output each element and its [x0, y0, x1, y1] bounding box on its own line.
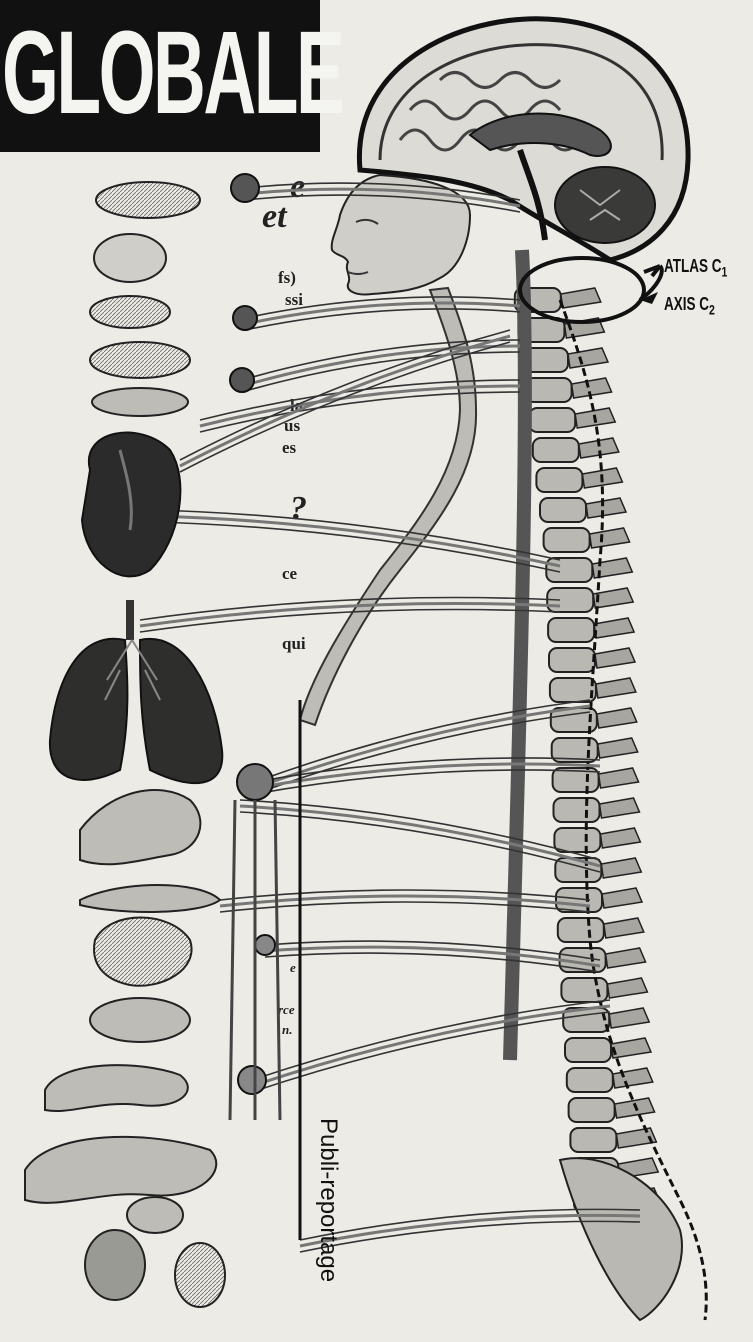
spinous-process	[611, 1038, 651, 1058]
vertebra	[558, 918, 604, 942]
ganglion	[233, 306, 257, 330]
ganglion	[237, 764, 273, 800]
vertebra	[567, 1068, 613, 1092]
atlas-label: ATLAS C1	[664, 256, 727, 280]
spinous-process	[607, 978, 647, 998]
face-profile	[332, 175, 470, 295]
vertebra	[533, 438, 579, 462]
sacrum	[560, 1158, 682, 1320]
vertebra	[561, 978, 607, 1002]
vertebra	[556, 888, 602, 912]
vertebra	[554, 798, 600, 822]
spinous-process	[609, 1008, 649, 1028]
vertebra	[526, 378, 572, 402]
nerve-fiber	[245, 303, 520, 324]
nerve-fiber	[252, 1006, 610, 1086]
spinous-process	[599, 768, 639, 788]
kidney-organ	[85, 1230, 145, 1300]
spinous-process	[601, 858, 641, 878]
intestine-organ	[45, 1065, 188, 1111]
salivary-gland	[90, 296, 170, 328]
vertebra	[570, 1128, 616, 1152]
nerve-fiber	[245, 309, 520, 330]
bladder-organ	[127, 1197, 183, 1233]
axis-label: AXIS C2	[664, 294, 715, 318]
ganglion	[238, 1066, 266, 1094]
vertebra	[569, 1098, 615, 1122]
spinous-process	[613, 1068, 653, 1088]
nerve-fiber	[255, 712, 590, 794]
vertebra	[565, 1038, 611, 1062]
salivary-gland	[90, 342, 190, 378]
liver-organ	[94, 918, 192, 986]
spinous-process	[604, 918, 644, 938]
publi-reportage-label: Publi-reportage	[308, 1118, 348, 1342]
vertebra	[544, 528, 590, 552]
left-lung	[50, 639, 128, 780]
spinous-process	[590, 528, 630, 548]
vertebra	[529, 408, 575, 432]
nerve-fiber	[252, 1012, 610, 1092]
kidney-organ	[90, 998, 190, 1042]
ganglion	[230, 368, 254, 392]
spinous-process	[600, 828, 640, 848]
atlas-label-text: ATLAS C	[664, 256, 722, 276]
spinous-process	[572, 378, 612, 398]
atlas-label-sub: 1	[722, 264, 728, 280]
spinous-process	[598, 738, 638, 758]
nerve-fiber	[240, 806, 600, 866]
ganglion	[231, 174, 259, 202]
eye-organ	[96, 182, 200, 218]
spinous-process	[602, 888, 642, 908]
reproductive-organ	[175, 1243, 225, 1307]
spinous-process	[586, 498, 626, 518]
organ-column	[25, 182, 225, 1307]
spinous-process	[568, 348, 608, 368]
spinous-process	[561, 288, 601, 308]
spinous-process	[595, 648, 635, 668]
nerve-fiber	[265, 953, 600, 972]
atlas-arrow	[644, 266, 660, 276]
spinal-column	[510, 250, 682, 1320]
colon-organ	[25, 1137, 216, 1203]
nerve-fiber	[240, 812, 600, 872]
gland-organ	[94, 234, 166, 282]
nerve-fiber	[265, 947, 600, 966]
spinal-cord	[510, 250, 525, 1060]
ganglion	[255, 935, 275, 955]
vertebra	[548, 618, 594, 642]
vertebra	[536, 468, 582, 492]
vertebra	[550, 678, 596, 702]
spinous-process	[596, 678, 636, 698]
right-lung	[140, 639, 222, 783]
vertebra	[549, 648, 595, 672]
pancreas-organ	[80, 885, 220, 912]
vertebra	[540, 498, 586, 522]
axis-label-sub: 2	[709, 302, 715, 318]
spinous-process	[597, 708, 637, 728]
spinous-process	[600, 798, 640, 818]
vertebra	[554, 828, 600, 852]
spinous-process	[606, 948, 646, 968]
nerve-fiber	[150, 516, 560, 566]
stomach-organ	[80, 790, 200, 864]
spinous-process	[594, 618, 634, 638]
gland-organ	[92, 388, 188, 416]
axis-label-text: AXIS C	[664, 294, 709, 314]
